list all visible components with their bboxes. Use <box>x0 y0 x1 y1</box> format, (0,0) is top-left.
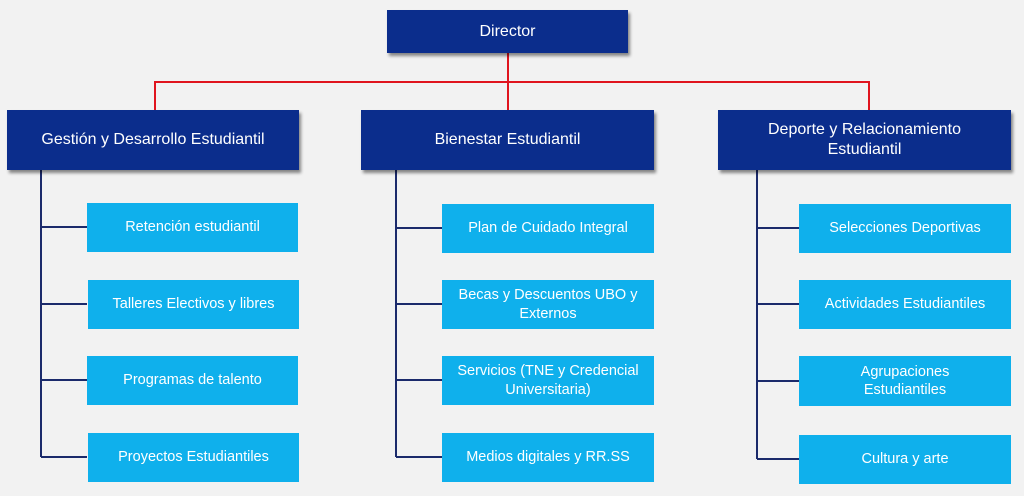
director-label: Director <box>479 22 536 40</box>
unit-label: Retención estudiantil <box>125 219 260 236</box>
unit-box: Servicios (TNE y Credencial Universitari… <box>442 356 654 405</box>
unit-box: Becas y Descuentos UBO y Externos <box>442 280 654 329</box>
unit-label: Actividades Estudiantiles <box>824 296 986 313</box>
unit-label: Plan de Cuidado Integral <box>468 220 628 237</box>
unit-box: Agrupaciones Estudiantiles <box>799 356 1011 406</box>
department-box-bienestar: Bienestar Estudiantil <box>361 110 654 170</box>
department-label: Gestión y Desarrollo Estudiantil <box>41 131 265 148</box>
director-box: Director <box>387 10 628 53</box>
unit-box: Talleres Electivos y libres <box>88 280 299 329</box>
unit-box: Actividades Estudiantiles <box>799 280 1011 329</box>
department-label: Deporte y Relacionamiento Estudiantil <box>768 121 961 158</box>
unit-box: Programas de talento <box>87 356 298 405</box>
unit-label: Selecciones Deportivas <box>829 220 981 237</box>
unit-label: Proyectos Estudiantiles <box>118 449 269 466</box>
unit-box: Retención estudiantil <box>87 203 298 252</box>
unit-label: Servicios (TNE y Credencial Universitari… <box>457 363 639 398</box>
unit-box: Medios digitales y RR.SS <box>442 433 654 482</box>
unit-label: Medios digitales y RR.SS <box>466 449 630 466</box>
unit-box: Selecciones Deportivas <box>799 204 1011 253</box>
unit-box: Proyectos Estudiantiles <box>88 433 299 482</box>
unit-label: Becas y Descuentos UBO y Externos <box>458 287 638 322</box>
unit-label: Talleres Electivos y libres <box>112 296 275 313</box>
department-label: Bienestar Estudiantil <box>434 131 581 148</box>
unit-label: Agrupaciones Estudiantiles <box>860 363 950 398</box>
unit-box: Plan de Cuidado Integral <box>442 204 654 253</box>
unit-label: Programas de talento <box>123 372 262 389</box>
department-box-gestion: Gestión y Desarrollo Estudiantil <box>7 110 299 170</box>
department-box-deporte: Deporte y Relacionamiento Estudiantil <box>718 110 1011 170</box>
unit-label: Cultura y arte <box>861 451 949 468</box>
unit-box: Cultura y arte <box>799 435 1011 484</box>
